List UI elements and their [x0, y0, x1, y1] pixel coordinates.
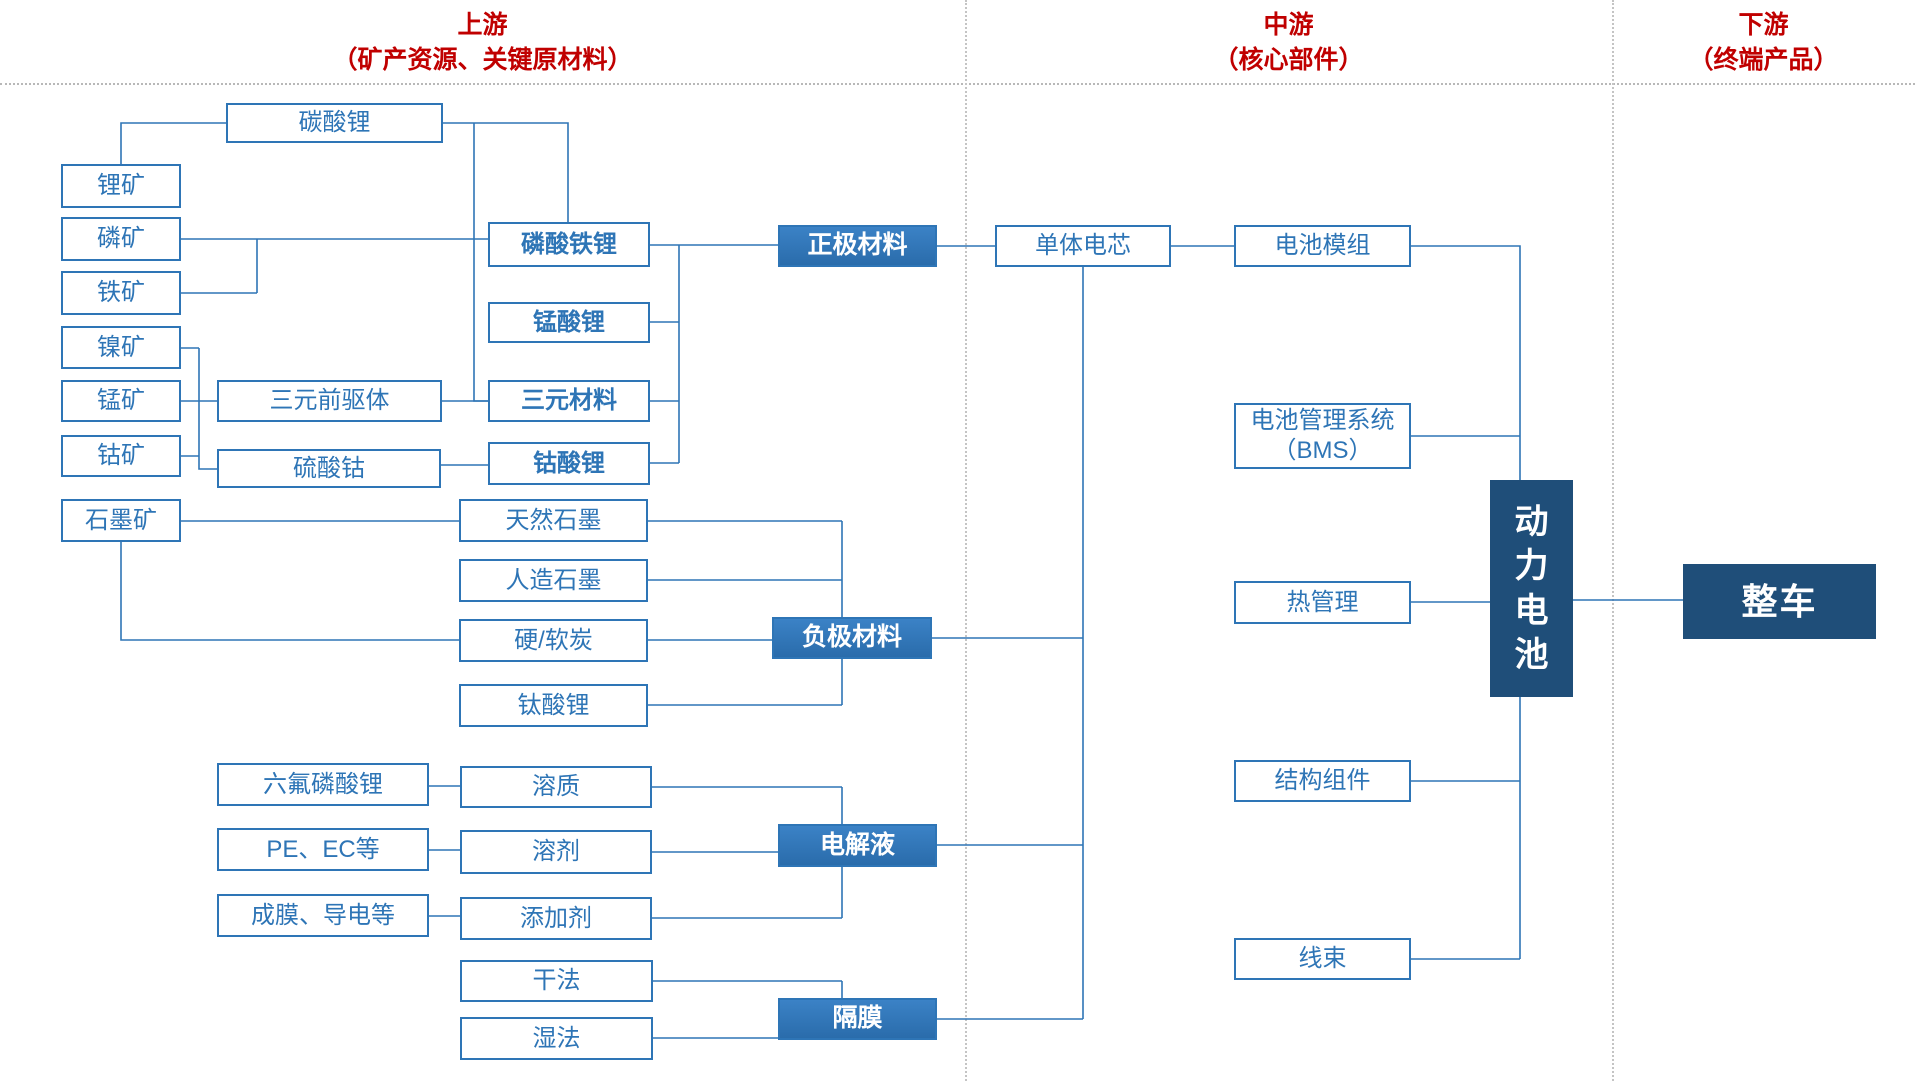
node-thermal: 热管理: [1234, 581, 1411, 624]
node-lmo: 锰酸锂: [488, 302, 650, 343]
node-iron-ore: 铁矿: [61, 271, 181, 315]
node-lco: 钴酸锂: [488, 442, 650, 485]
node-film-forming: 成膜、导电等: [217, 894, 429, 937]
node-lithium-ore: 锂矿: [61, 164, 181, 208]
midstream-subtitle: （核心部件）: [1213, 46, 1364, 74]
node-electrolyte: 电解液: [778, 824, 937, 867]
upstream-header: 上游 （矿产资源、关键原材料）: [0, 8, 965, 78]
node-lipf6: 六氟磷酸锂: [217, 763, 429, 806]
downstream-subtitle: （终端产品）: [1688, 46, 1839, 74]
node-wire-harness: 线束: [1234, 938, 1411, 980]
node-nickel-ore: 镍矿: [61, 326, 181, 369]
node-lithium-carbonate: 碳酸锂: [226, 103, 443, 143]
node-cathode-material: 正极材料: [778, 225, 937, 267]
upstream-midstream-divider: [965, 0, 967, 1081]
node-separator: 隔膜: [778, 998, 937, 1040]
node-artificial-graphite: 人造石墨: [459, 559, 648, 602]
node-natural-graphite: 天然石墨: [459, 499, 648, 542]
node-additive: 添加剂: [460, 897, 652, 940]
midstream-header: 中游 （核心部件）: [965, 8, 1612, 78]
node-ternary-precursor: 三元前驱体: [217, 380, 442, 422]
node-cobalt-ore: 钴矿: [61, 435, 181, 477]
node-vehicle: 整车: [1683, 564, 1876, 639]
midstream-downstream-divider: [1612, 0, 1614, 1081]
node-anode-material: 负极材料: [772, 617, 932, 659]
node-structural: 结构组件: [1234, 760, 1411, 802]
node-phosphate-ore: 磷矿: [61, 217, 181, 261]
node-cobalt-sulfate: 硫酸钴: [217, 449, 441, 488]
node-manganese-ore: 锰矿: [61, 380, 181, 422]
node-solvent: 溶剂: [460, 830, 652, 874]
node-wet-process: 湿法: [460, 1017, 653, 1060]
node-pe-ec: PE、EC等: [217, 828, 429, 871]
power-battery-label: 动力电池: [1514, 503, 1549, 674]
upstream-title: 上游: [457, 11, 508, 39]
node-ternary-material: 三元材料: [488, 380, 650, 422]
node-lto: 钛酸锂: [459, 684, 648, 727]
node-bms: 电池管理系统（BMS）: [1234, 403, 1411, 469]
node-solute: 溶质: [460, 766, 652, 808]
header-divider-line: [0, 83, 1915, 85]
upstream-subtitle: （矿产资源、关键原材料）: [332, 46, 633, 74]
node-cell: 单体电芯: [995, 225, 1171, 267]
node-lfp: 磷酸铁锂: [488, 222, 650, 267]
node-dry-process: 干法: [460, 960, 653, 1002]
downstream-title: 下游: [1738, 11, 1789, 39]
node-power-battery: 动力电池: [1490, 480, 1573, 697]
midstream-title: 中游: [1263, 11, 1314, 39]
node-battery-module: 电池模组: [1234, 225, 1411, 267]
downstream-header: 下游 （终端产品）: [1612, 8, 1915, 78]
node-hard-soft-carbon: 硬/软炭: [459, 619, 648, 662]
node-graphite-ore: 石墨矿: [61, 499, 181, 542]
